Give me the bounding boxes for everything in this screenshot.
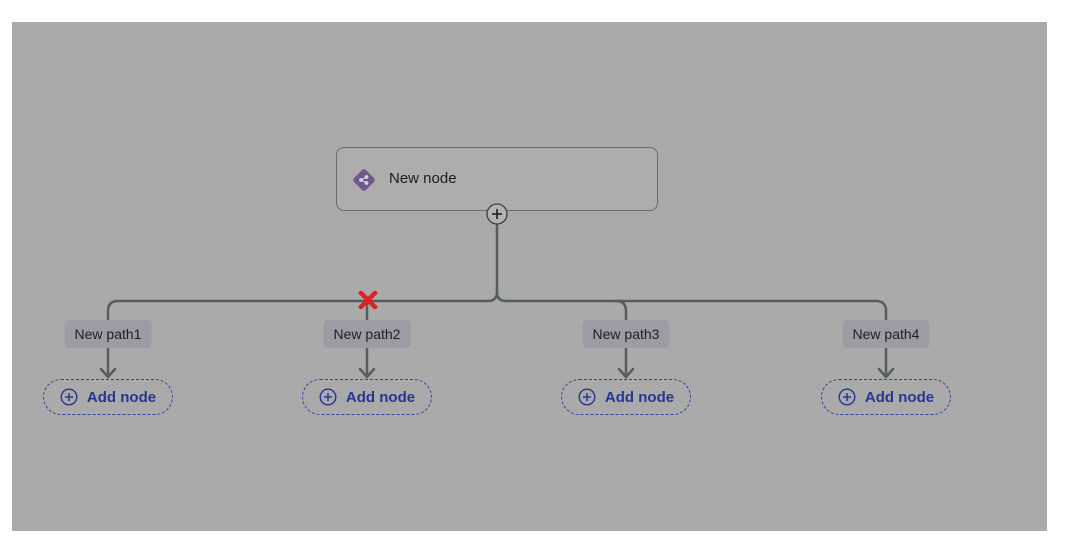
path-label-4[interactable]: New path4 [842, 320, 930, 348]
delete-path-x-icon[interactable] [358, 290, 378, 310]
add-node-button-3[interactable]: Add node [561, 379, 691, 415]
branch-diamond-icon [353, 169, 375, 191]
path-label-1[interactable]: New path1 [64, 320, 152, 348]
branch-connector-path3 [614, 299, 628, 378]
add-branch-plus-icon[interactable] [486, 203, 508, 225]
add-node-button-1[interactable]: Add node [43, 379, 173, 415]
branch-connector-left [106, 299, 490, 378]
arrowhead-1 [99, 367, 117, 379]
add-node-button-2[interactable]: Add node [302, 379, 432, 415]
plus-circle-icon [319, 388, 337, 406]
arrowhead-2 [358, 367, 376, 379]
trunk-connector-right-curve [495, 290, 508, 303]
add-node-label: Add node [345, 388, 416, 406]
root-node[interactable]: New node [336, 147, 658, 211]
plus-circle-icon [578, 388, 596, 406]
add-node-label: Add node [864, 388, 935, 406]
trunk-connector [486, 223, 499, 303]
plus-circle-icon [838, 388, 856, 406]
arrowhead-3 [617, 367, 635, 379]
path-label-3[interactable]: New path3 [582, 320, 670, 348]
arrowhead-4 [877, 367, 895, 379]
add-node-label: Add node [604, 388, 675, 406]
path-label-2[interactable]: New path2 [323, 320, 411, 348]
node-title: New node [389, 170, 457, 187]
add-node-button-4[interactable]: Add node [821, 379, 951, 415]
branch-connector-right [504, 299, 888, 378]
add-node-label: Add node [86, 388, 157, 406]
plus-circle-icon [60, 388, 78, 406]
diagram-canvas [12, 22, 1047, 531]
